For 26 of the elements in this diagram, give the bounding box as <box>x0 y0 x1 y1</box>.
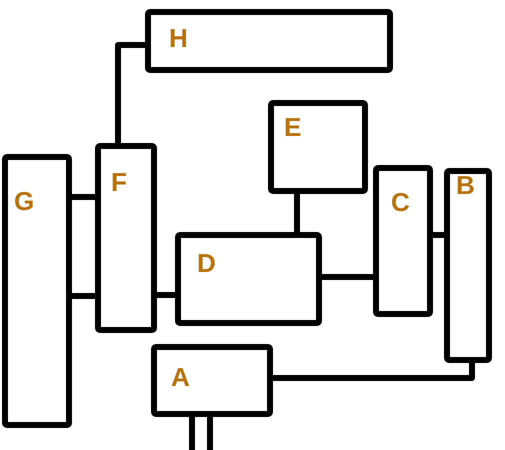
connector-line <box>319 274 376 280</box>
block <box>2 154 72 428</box>
connector-line <box>154 292 178 298</box>
connector-line <box>294 191 300 235</box>
block <box>268 100 368 194</box>
connector-line <box>207 414 213 450</box>
connector-line <box>69 194 98 200</box>
block <box>145 9 393 73</box>
block <box>373 165 433 317</box>
block-label: A <box>171 364 190 390</box>
block <box>95 143 157 333</box>
block <box>444 168 492 363</box>
connector-line <box>69 293 98 299</box>
connector-line <box>270 360 475 381</box>
block-label: G <box>14 188 34 214</box>
connector-line <box>189 414 195 450</box>
block <box>151 344 273 417</box>
connector-line <box>115 42 148 146</box>
block-label: D <box>197 250 216 276</box>
block-label: H <box>169 25 188 51</box>
block-label: C <box>391 189 410 215</box>
connector-line <box>430 232 447 238</box>
block-label: F <box>111 169 127 195</box>
block <box>175 232 322 326</box>
block-label: B <box>456 172 475 198</box>
block-label: E <box>284 114 302 140</box>
